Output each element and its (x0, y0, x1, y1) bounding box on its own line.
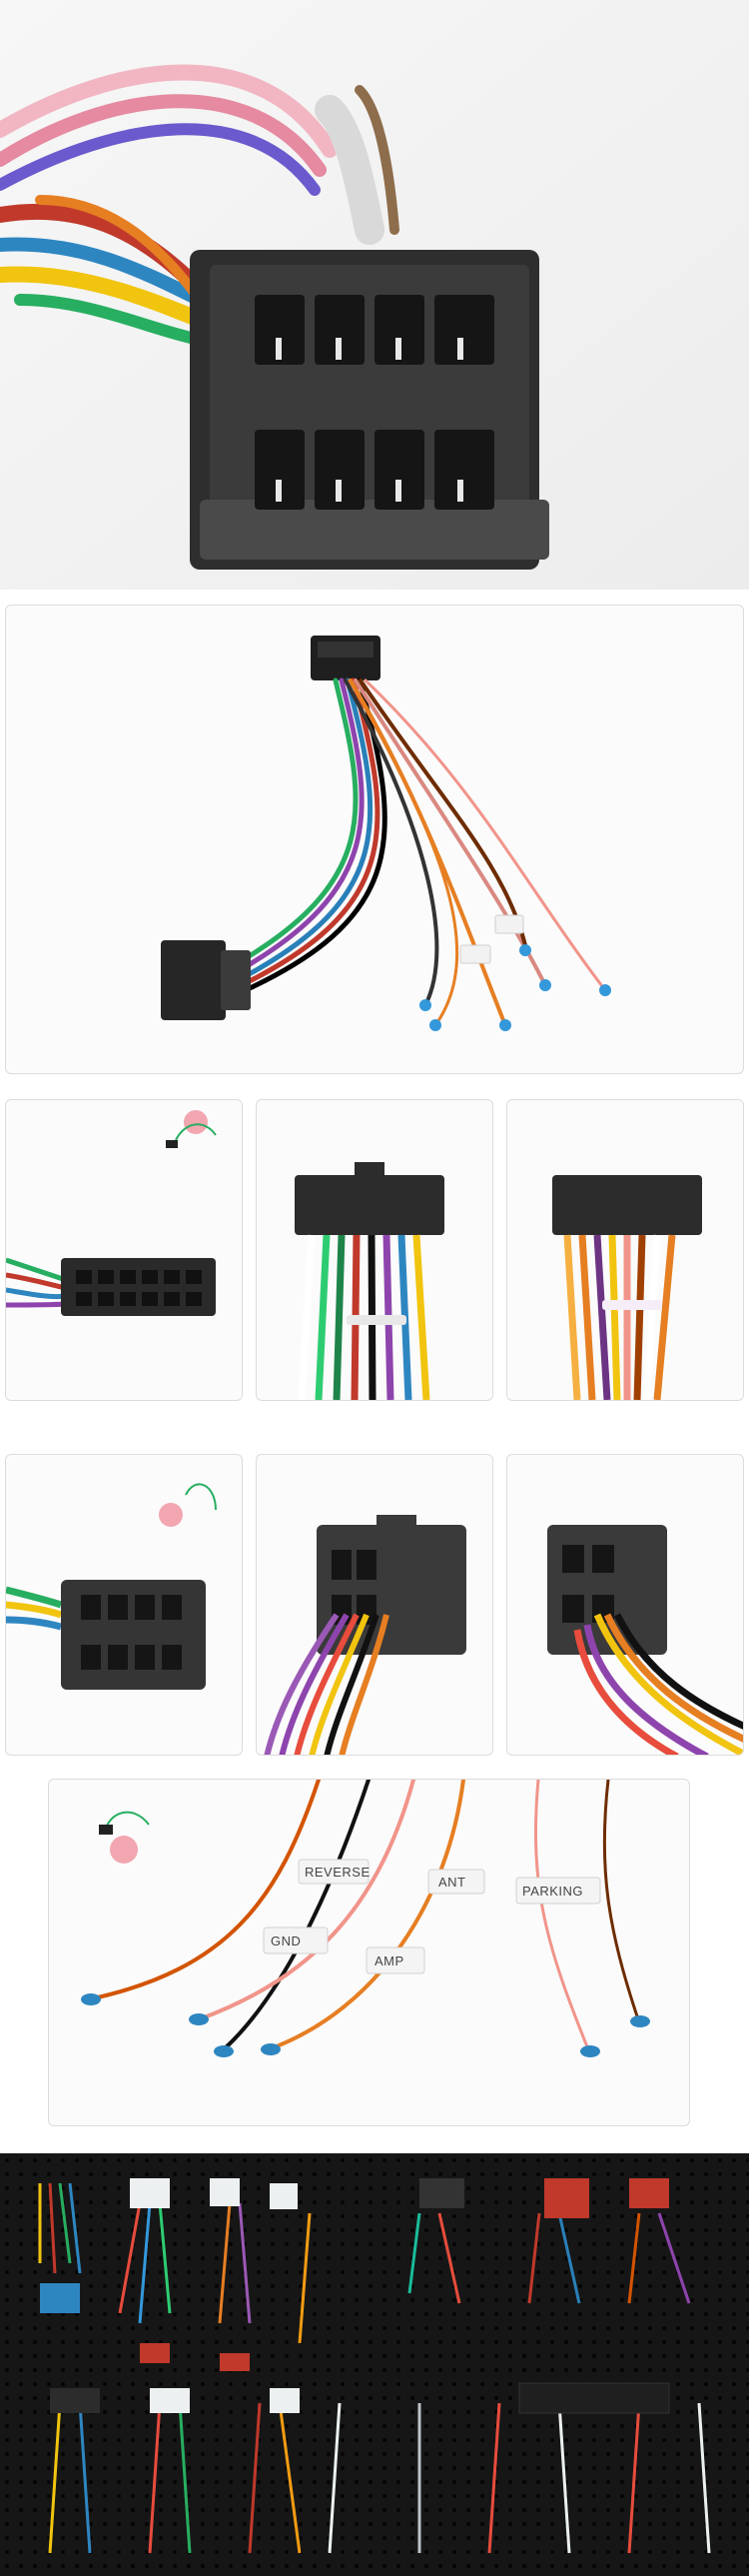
hanging-harnesses (38, 2182, 711, 2554)
ant-label: ANT (438, 1875, 466, 1890)
labeled-wire-ends-photo: GND REVERSE AMP ANT PARKING (48, 1779, 690, 2126)
iso-connector-body (190, 250, 549, 570)
iso-connector-side-photo (5, 1454, 243, 1756)
wire-tag-reverse: REVERSE (298, 1859, 371, 1885)
iso-connector-rear-photo (506, 1454, 744, 1756)
wire-tag-parking: PARKING (515, 1877, 601, 1905)
harness-overview-photo (5, 605, 744, 1074)
harness-wires (213, 677, 607, 1027)
gnd-label: GND (271, 1933, 301, 1948)
wire-bundle (0, 64, 399, 346)
small-connector-wires-back-photo (506, 1099, 744, 1401)
small-connector (311, 636, 380, 680)
wire-tag-gnd: GND (263, 1927, 329, 1954)
small-connector-wires-front-photo (256, 1099, 493, 1401)
wire-tag-ant: ANT (427, 1869, 485, 1895)
plugs (40, 2178, 670, 2414)
parking-label: PARKING (522, 1884, 583, 1899)
iso-connector-angle-photo (256, 1454, 493, 1756)
small-connector-detail-photo (5, 1099, 243, 1401)
wire-tag-amp: AMP (366, 1946, 425, 1974)
iso-connector (161, 940, 251, 1020)
pegboard-display-photo (0, 2153, 749, 2576)
iso-connector-closeup-photo (0, 0, 749, 590)
wire-tips (419, 944, 611, 1031)
amp-label: AMP (374, 1953, 404, 1968)
reverse-label: REVERSE (305, 1865, 371, 1880)
